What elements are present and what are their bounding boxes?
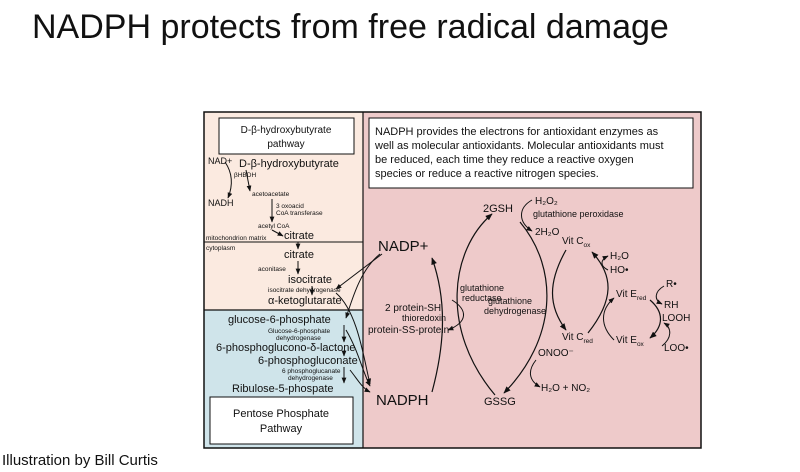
alkyl-radical-quench-arrow bbox=[655, 285, 665, 305]
info-line-2: well as molecular antioxidants. Molecula… bbox=[374, 140, 664, 152]
nadp-plus-label: NADP+ bbox=[378, 238, 429, 255]
vite-ox-subscript: ox bbox=[637, 341, 645, 348]
vite-red-to-ox-arc bbox=[649, 299, 662, 339]
aconitase-label: aconitase bbox=[258, 266, 286, 273]
oxoacid-transferase-label-2: CoA transferase bbox=[276, 210, 323, 217]
thioredoxin-label: thioredoxin bbox=[402, 313, 446, 323]
nadph-label: NADPH bbox=[376, 392, 429, 409]
diagram-frame bbox=[203, 111, 702, 449]
protein-sh-label: 2 protein-SH bbox=[385, 303, 441, 314]
vitc-regenerates-vite-arrow bbox=[603, 297, 615, 341]
rh-label: RH bbox=[664, 300, 678, 311]
vitc-ox-to-red-arc bbox=[551, 249, 567, 331]
vitc-red-subscript: red bbox=[584, 338, 594, 345]
alkyl-radical-label: R• bbox=[666, 279, 677, 290]
nadp-to-ppp-arrow bbox=[345, 253, 381, 319]
peroxynitrite-reduction-arrow bbox=[530, 359, 541, 388]
bhbdh-cofactor-arrow bbox=[224, 161, 233, 199]
pgdh-label-1: 6 phosphoglucanate bbox=[282, 368, 341, 375]
isocitrate-dehydrogenase-label: isocitrate dehydrogenase bbox=[268, 287, 341, 294]
vite-red-label: Vit Ered bbox=[616, 289, 647, 302]
vitc-ox-main: Vit C bbox=[562, 236, 584, 247]
ribulose-label: Ribulose-5-phospate bbox=[232, 383, 334, 395]
glutathione-reductase-label-2: reductase bbox=[462, 293, 502, 303]
vite-ox-main: Vit E bbox=[616, 335, 637, 346]
isocitrate-label: isocitrate bbox=[288, 274, 332, 286]
gsh-label: 2GSH bbox=[483, 203, 513, 215]
hydroxyl-radical-label: HO• bbox=[610, 265, 629, 276]
glutathione-dehydrogenase-label-2: dehydrogenase bbox=[484, 306, 546, 316]
dbhb-pathway-label-line2: pathway bbox=[267, 139, 304, 150]
looh-label: LOOH bbox=[662, 313, 690, 324]
h2o2-label: H₂O₂ bbox=[535, 196, 558, 207]
vitc-ox-subscript: ox bbox=[584, 242, 592, 249]
icdh-to-nadph-arrow bbox=[335, 292, 372, 385]
vite-red-subscript: red bbox=[637, 295, 647, 302]
dbhb-to-acetoacetate-arrow bbox=[245, 169, 252, 192]
citrate-mito-label: citrate bbox=[284, 230, 314, 242]
vite-ox-label: Vit Eox bbox=[616, 335, 645, 348]
vite-red-main: Vit E bbox=[616, 289, 637, 300]
h2o-no2-label: H₂O + NO₂ bbox=[541, 383, 590, 394]
pgdh-to-nadph-arrow bbox=[349, 369, 371, 393]
onoo-label: ONOO⁻ bbox=[538, 348, 574, 359]
g6pdh-label-2: dehydrogenase bbox=[276, 335, 321, 342]
info-box bbox=[368, 117, 694, 189]
peroxide-reduction-arrow bbox=[521, 199, 533, 232]
info-line-1: NADPH provides the electrons for antioxi… bbox=[375, 126, 659, 138]
gssg-to-gsh-arc bbox=[456, 213, 496, 396]
gluconate-label: 6-phosphogluconate bbox=[258, 355, 358, 367]
nad-plus-label: NAD+ bbox=[208, 156, 232, 166]
gpx-label: glutathione peroxidase bbox=[533, 209, 624, 219]
info-line-3: be reduced, each time they reduce a reac… bbox=[375, 154, 634, 166]
cytoplasm-label: cytoplasm bbox=[206, 245, 235, 252]
vitc-red-label: Vit Cred bbox=[562, 332, 593, 345]
ppp-box bbox=[209, 396, 354, 445]
two-h2o-label: 2H₂O bbox=[535, 227, 560, 238]
vitc-red-main: Vit C bbox=[562, 332, 584, 343]
nadh-label: NADH bbox=[208, 198, 234, 208]
lactone-label: 6-phosphoglucono-δ-lactone bbox=[216, 342, 355, 354]
peroxyl-radical-quench-arrow bbox=[661, 322, 671, 347]
vitc-ox-label: Vit Cox bbox=[562, 236, 591, 249]
protein-ss-label: protein-SS-protein bbox=[368, 325, 449, 336]
nadph-to-nadp-arc bbox=[431, 257, 444, 393]
glutathione-dehydrogenase-label-1: glutathione bbox=[488, 296, 532, 306]
glutathione-reductase-label-1: glutathione bbox=[460, 283, 504, 293]
ppp-label-line2: Pathway bbox=[260, 423, 303, 435]
gssg-label: GSSG bbox=[484, 396, 516, 408]
illustration-credit: Illustration by Bill Curtis bbox=[2, 452, 158, 469]
ppp-label-line1: Pentose Phosphate bbox=[233, 408, 329, 420]
thioredoxin-cycle-arrow bbox=[447, 299, 464, 331]
mitochondrion-matrix-label: mitochondrion matrix bbox=[206, 235, 267, 242]
g6p-label: glucose-6-phosphate bbox=[228, 314, 331, 326]
vitc-red-to-ox-arc bbox=[587, 251, 609, 334]
pgdh-label-2: dehydrogenase bbox=[288, 375, 333, 382]
water-label: H₂O bbox=[610, 251, 629, 262]
hydroxyl-scavenge-arrow bbox=[601, 255, 609, 271]
acetyl-coa-label: acetyl CoA bbox=[258, 223, 290, 230]
bhbdh-enzyme-label: βHBDH bbox=[234, 172, 256, 179]
dbhb-label: D-β-hydroxybutyrate bbox=[239, 158, 339, 170]
acetylcoa-to-citrate-arrow bbox=[271, 229, 284, 237]
acetoacetate-label: acetoacetate bbox=[252, 191, 290, 198]
slide-title: NADPH protects from free radical damage bbox=[32, 8, 669, 46]
gsh-to-gssg-arc bbox=[503, 221, 548, 394]
oxoacid-transferase-label-1: 3 oxoacid bbox=[276, 203, 304, 210]
akg-label: α-ketoglutarate bbox=[268, 295, 342, 307]
loo-radical-label: LOO• bbox=[664, 343, 689, 354]
dbhb-pathway-box bbox=[218, 117, 355, 155]
dbhb-pathway-label-line1: D-β-hydroxybutyrate bbox=[241, 125, 332, 136]
g6pdh-label-1: Glucose-6-phosphate bbox=[268, 328, 331, 335]
g6pdh-to-nadph-arrow bbox=[345, 329, 371, 387]
citrate-cyto-label: citrate bbox=[284, 249, 314, 261]
info-line-4: species or reduce a reactive nitrogen sp… bbox=[375, 168, 599, 180]
